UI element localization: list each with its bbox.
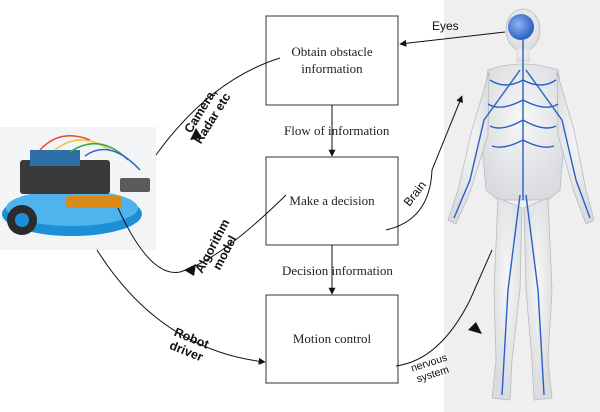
human-figure: [447, 8, 595, 401]
robot-board: [20, 160, 110, 194]
algorithm-link-curve: [117, 194, 287, 273]
robot-image: [0, 127, 156, 250]
robot-battery: [66, 196, 122, 208]
box-motion-label: Motion control: [293, 331, 372, 346]
eyes-label: Eyes: [432, 19, 459, 33]
svg-text:Brain: Brain: [401, 178, 429, 209]
driver-link-curve: [96, 249, 266, 365]
left-arm-shape: [556, 71, 595, 225]
right-arm-shape: [447, 71, 490, 225]
box-obtain-line2: information: [301, 61, 363, 76]
nervous-arrowhead: [468, 322, 482, 334]
box-make-decision: Make a decision: [265, 156, 399, 246]
nervous-link-curve: [395, 249, 493, 367]
robot-sensor: [120, 178, 150, 192]
box-obtain-obstacle: Obtain obstacle information: [265, 15, 399, 106]
brain-link-curve: [385, 95, 463, 231]
nervous-system-lines: [453, 40, 591, 396]
sensor-label: Camera, Radar etc: [182, 86, 234, 146]
algorithm-label: Algorithm model: [192, 217, 239, 276]
sensor-arrowhead: [190, 128, 202, 140]
robot-wires: [39, 135, 141, 171]
driver-label: Robot driver: [168, 325, 212, 364]
brain-label: Brain: [401, 178, 429, 209]
decision-information-label: Decision information: [282, 263, 393, 278]
box-motion-control: Motion control: [265, 294, 399, 384]
box-obtain-line1: Obtain obstacle: [291, 44, 372, 59]
algorithm-arrowhead: [184, 264, 196, 276]
eyes-arrow: [399, 31, 506, 47]
box-decide-label: Make a decision: [289, 193, 375, 208]
brain-icon: [508, 14, 534, 40]
flow-of-information-label: Flow of information: [284, 123, 390, 138]
sensor-link-curve: [155, 57, 281, 156]
